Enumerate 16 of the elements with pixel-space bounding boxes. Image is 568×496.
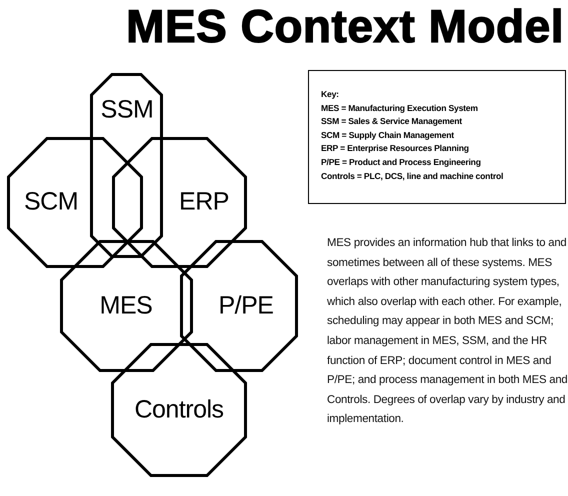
node-label: P/PE <box>218 294 274 318</box>
node-label: SSM <box>100 98 154 122</box>
node-label: Controls <box>134 398 224 422</box>
key-entry: MES = Manufacturing Execution System <box>321 102 479 115</box>
node-label: SCM <box>24 190 78 214</box>
key-entry: SSM = Sales & Service Management <box>321 115 463 128</box>
node-label: MES <box>100 294 152 318</box>
key-entry: P/PE = Product and Process Engineering <box>321 156 482 169</box>
key-box <box>308 70 566 204</box>
key-entry: ERP = Enterprise Resources Planning <box>321 142 470 156</box>
description-paragraph: MES provides an information hub that links to and sometimes between all of these systems. MES overlaps with other manufacturing system types, which also overlap with each other. For example, scheduling may appear in both MES and SCM; labor management in MES, SSM, and the HR function of ERP; document control in MES and P/PE; and process management in both MES and Controls. Degrees of overlap vary by industry and implementation. <box>327 236 568 428</box>
key-entry: Controls = PLC, DCS, line and machine control <box>321 170 504 183</box>
node-label: ERP <box>179 190 229 214</box>
key-heading: Key: <box>321 88 340 101</box>
key-entry: SCM = Supply Chain Management <box>321 128 455 142</box>
title: MES Context Model <box>126 0 564 52</box>
